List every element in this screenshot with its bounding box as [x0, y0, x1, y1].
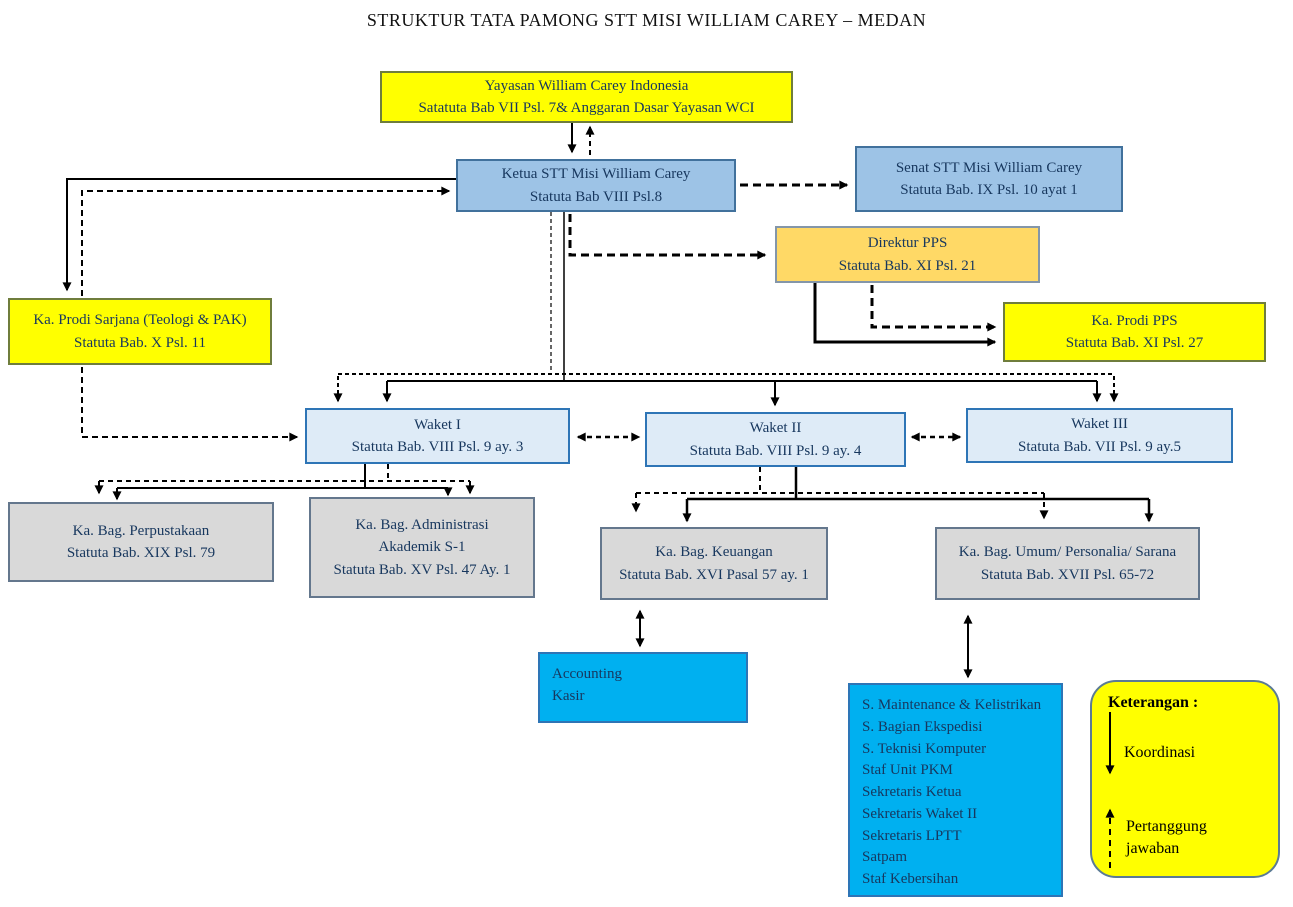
- branch-waket2-dashed: [636, 467, 1044, 494]
- box-perpustakaan-line1: Ka. Bag. Perpustakaan: [72, 522, 210, 539]
- box-perpustakaan: Ka. Bag. Perpustakaan Statuta Bab. XIX P…: [8, 502, 274, 582]
- legend-koordinasi-label: Koordinasi: [1124, 744, 1196, 761]
- box-accounting-line2: Kasir: [552, 687, 585, 704]
- branch-waket2-solid: [687, 467, 1149, 501]
- box-prodi-pps: Ka. Prodi PPS Statuta Bab. XI Psl. 27: [1003, 302, 1266, 362]
- legend-pertanggung-label: Pertanggung jawaban: [1126, 818, 1207, 857]
- arrow-prodi-sarjana-to-ketua: [81, 186, 451, 296]
- staff-item: S. Bagian Ekspedisi: [862, 718, 983, 735]
- box-waket3-line2: Statuta Bab. VII Psl. 9 ay.5: [1018, 438, 1181, 455]
- box-waket2-line1: Waket II: [749, 420, 802, 436]
- staff-item: Sekretaris Ketua: [862, 784, 962, 800]
- box-prodi-sarjana: Ka. Prodi Sarjana (Teologi & PAK) Statut…: [8, 298, 272, 365]
- box-waket2: Waket II Statuta Bab. VIII Psl. 9 ay. 4: [645, 412, 906, 467]
- legend-title: Keterangan :: [1108, 694, 1199, 711]
- box-waket2-line2: Statuta Bab. VIII Psl. 9 ay. 4: [689, 442, 862, 459]
- legend-box: Keterangan : Koordinasi Pertanggung jawa…: [1090, 680, 1280, 878]
- box-staff-list: S. Maintenance & Kelistrikan S. Bagian E…: [848, 683, 1063, 897]
- arrow-ketua-to-prodi-sarjana: [62, 178, 456, 292]
- box-keuangan-line2: Statuta Bab. XVI Pasal 57 ay. 1: [619, 566, 809, 583]
- staff-item: Satpam: [862, 849, 907, 866]
- box-yayasan-line2: Satatuta Bab VII Psl. 7& Anggaran Dasar …: [418, 100, 755, 116]
- box-prodi-pps-line2: Statuta Bab. XI Psl. 27: [1065, 335, 1204, 351]
- page-title: STRUKTUR TATA PAMONG STT MISI WILLIAM CA…: [366, 10, 927, 30]
- box-administrasi-line3: Statuta Bab. XV Psl. 47 Ay. 1: [333, 561, 511, 578]
- arrow-direktur-to-prodipps-dashed: [870, 285, 997, 332]
- box-keuangan: Ka. Bag. Keuangan Statuta Bab. XVI Pasal…: [600, 527, 828, 600]
- box-senat: Senat STT Misi William Carey Statuta Bab…: [855, 146, 1123, 212]
- branch-waket1-solid: [117, 464, 448, 489]
- box-administrasi: Ka. Bag. Administrasi Akademik S-1 Statu…: [309, 497, 535, 598]
- box-umum: Ka. Bag. Umum/ Personalia/ Sarana Statut…: [935, 527, 1200, 600]
- box-prodi-sarjana-line1: Ka. Prodi Sarjana (Teologi & PAK): [33, 312, 247, 328]
- box-umum-line1: Ka. Bag. Umum/ Personalia/ Sarana: [958, 544, 1177, 560]
- arrow-direktur-to-prodipps-solid: [813, 283, 997, 347]
- staff-item: Staf Kebersihan: [862, 871, 959, 887]
- box-administrasi-line1: Ka. Bag. Administrasi: [355, 516, 489, 533]
- box-prodi-sarjana-line2: Statuta Bab. X Psl. 11: [74, 334, 206, 351]
- box-yayasan: Yayasan William Carey Indonesia Satatuta…: [380, 71, 793, 123]
- box-ketua-line1: Ketua STT Misi William Carey: [501, 166, 691, 182]
- box-accounting-line1: Accounting: [552, 666, 622, 682]
- box-ketua: Ketua STT Misi William Carey Statuta Bab…: [456, 159, 736, 212]
- box-waket1: Waket I Statuta Bab. VIII Psl. 9 ay. 3: [305, 408, 570, 464]
- box-waket3-line1: Waket III: [1071, 416, 1128, 432]
- box-yayasan-line1: Yayasan William Carey Indonesia: [484, 77, 689, 94]
- box-ketua-line2: Statuta Bab VIII Psl.8: [529, 188, 663, 205]
- box-waket1-line1: Waket I: [414, 416, 461, 433]
- staff-item: S. Maintenance & Kelistrikan: [862, 697, 1042, 713]
- box-senat-line2: Statuta Bab. IX Psl. 10 ayat 1: [900, 182, 1078, 198]
- staff-item: Sekretaris Waket II: [862, 805, 978, 822]
- arrow-prodi-sarjana-to-waket1: [81, 367, 299, 442]
- box-accounting: Accounting Kasir: [538, 652, 748, 723]
- box-umum-line2: Statuta Bab. XVII Psl. 65-72: [980, 566, 1155, 583]
- box-direktur-line1: Direktur PPS: [867, 235, 948, 251]
- staff-item: Staf Unit PKM: [862, 762, 953, 779]
- box-prodi-pps-line1: Ka. Prodi PPS: [1091, 312, 1178, 329]
- box-keuangan-line1: Ka. Bag. Keuangan: [655, 544, 773, 560]
- branch-waket1-dashed: [99, 464, 470, 482]
- staff-item: Sekretaris LPTT: [862, 827, 962, 844]
- arrow-ketua-to-direktur: [568, 214, 767, 260]
- box-waket1-line2: Statuta Bab. VIII Psl. 9 ay. 3: [351, 439, 524, 455]
- staff-item: S. Teknisi Komputer: [862, 740, 987, 757]
- box-administrasi-line2: Akademik S-1: [378, 539, 466, 556]
- box-perpustakaan-line2: Statuta Bab. XIX Psl. 79: [66, 545, 216, 561]
- box-senat-line1: Senat STT Misi William Carey: [895, 159, 1083, 176]
- box-direktur-pps: Direktur PPS Statuta Bab. XI Psl. 21: [775, 226, 1040, 283]
- box-waket3: Waket III Statuta Bab. VII Psl. 9 ay.5: [966, 408, 1233, 463]
- box-direktur-line2: Statuta Bab. XI Psl. 21: [838, 257, 977, 274]
